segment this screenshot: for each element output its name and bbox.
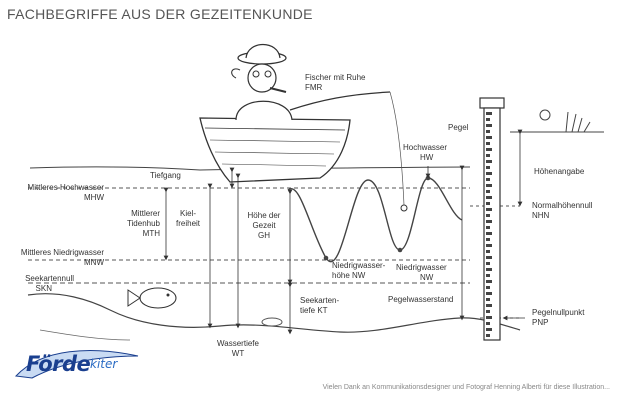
- fishing-rod: [289, 91, 391, 111]
- gauge-tick: [486, 130, 490, 133]
- gauge-tick: [486, 124, 492, 127]
- gauge-tick: [486, 238, 490, 241]
- stones-icon: [261, 317, 283, 327]
- gauge-tick: [486, 256, 492, 259]
- tiefgang-label: Tiefgang: [150, 171, 181, 180]
- tide-curve: [287, 177, 463, 263]
- logo-swoosh: [14, 350, 139, 379]
- pegel-label: Pegel: [448, 123, 469, 132]
- nw-point: [397, 247, 403, 253]
- gauge-tick: [486, 214, 490, 217]
- hw-point: [425, 175, 431, 181]
- gauge-tick: [486, 316, 492, 319]
- gauge-tick: [486, 112, 492, 115]
- gauge-tick: [486, 172, 492, 175]
- credit-text: Vielen Dank an Kommunikationsdesigner un…: [322, 384, 610, 391]
- gauge-tick: [486, 160, 492, 163]
- gauge-tick: [486, 232, 492, 235]
- logo-sub-text: kiter: [90, 357, 118, 371]
- gauge-tick: [486, 118, 490, 121]
- kt-label: Seekarten-tiefe KT: [300, 296, 339, 315]
- gauge-tick: [486, 202, 490, 205]
- gauge-tick: [486, 334, 490, 337]
- gauge-tick: [486, 148, 492, 151]
- pegel-gauge: [479, 97, 505, 341]
- kielfreiheit-label: Kiel-freiheit: [176, 209, 201, 228]
- gauge-tick: [486, 166, 490, 169]
- water-surface-line: [29, 166, 471, 171]
- flower-icon: [539, 109, 551, 121]
- gauge-tick: [486, 298, 490, 301]
- gauge-tick: [486, 322, 490, 325]
- gauge-tick: [486, 268, 492, 271]
- gauge-tick: [486, 328, 492, 331]
- hoehenangabe-label: Höhenangabe: [534, 167, 585, 176]
- gauge-tick: [486, 250, 490, 253]
- gauge-tick: [486, 196, 492, 199]
- logo-main-text: Förde: [26, 352, 91, 376]
- gauge-tick: [486, 178, 490, 181]
- gauge-tick: [486, 310, 490, 313]
- gauge-tick: [486, 262, 490, 265]
- nwh-label: Niedrigwasser-höhe NW: [332, 261, 386, 280]
- fishing-line: [389, 91, 405, 206]
- gauge-tick: [486, 274, 490, 277]
- gauge-tick: [486, 154, 490, 157]
- gauge-tick: [486, 286, 490, 289]
- foerdekiter-logo[interactable]: Förde kiter: [12, 346, 142, 382]
- gauge-tick: [486, 226, 490, 229]
- gauge-tick: [486, 142, 490, 145]
- boat-illustration: [199, 117, 351, 183]
- fisherman-illustration: [231, 44, 293, 121]
- gauge-tick: [486, 280, 492, 283]
- gauge-tick: [486, 184, 492, 187]
- gauge-tick: [486, 190, 490, 193]
- nw-point-2: [323, 255, 329, 261]
- hook-icon: [400, 204, 408, 212]
- fish-illustration: [127, 287, 177, 309]
- pegelwasserstand-label: Pegelwasserstand: [388, 295, 453, 304]
- gauge-tick: [486, 244, 492, 247]
- gauge-tick: [486, 304, 492, 307]
- gauge-tick: [486, 208, 492, 211]
- page-title: FACHBEGRIFFE AUS DER GEZEITENKUNDE: [7, 6, 313, 22]
- gauge-tick: [486, 292, 492, 295]
- gauge-tick: [486, 136, 492, 139]
- gauge-tick: [486, 220, 492, 223]
